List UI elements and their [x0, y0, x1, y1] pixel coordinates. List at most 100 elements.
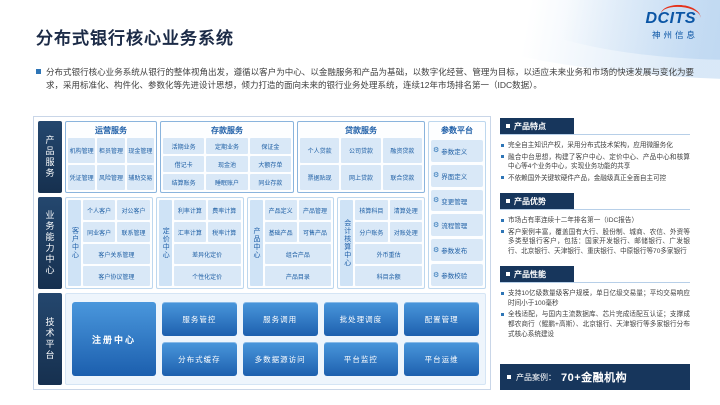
module-chip: 客户关系管理: [83, 244, 150, 264]
parameter-chip: ⚙ 变更管理: [431, 189, 483, 212]
module-chip: 现金池: [206, 156, 248, 172]
product-cases-bar: 产品案例： 70+金融机构: [500, 364, 690, 390]
tech-platform-row: 注册中心 服务管控服务调用批处理调度配置管理 分布式缓存多数据源访问平台监控平台…: [65, 293, 486, 385]
center-title: 产品中心: [249, 200, 263, 286]
module-chip: 定期业务: [206, 138, 248, 154]
row-label-product-services: 产品服务: [38, 121, 62, 193]
tech-module-box: 平台监控: [323, 342, 399, 376]
module-chip: 票据贴现: [300, 165, 340, 190]
module-chip: 结算账务: [163, 174, 205, 190]
module-chip: 产品定义: [264, 200, 297, 220]
module-chip: 公司贷款: [341, 138, 381, 163]
advantages-list: 市场占有率连续十二年排名第一（IDC报告） 客户案例丰富，覆盖国有大行、股份制、城…: [500, 214, 690, 258]
parameter-chip: ⚙ 参数定义: [431, 140, 483, 162]
feature-item: 融合中台思想，构建了客户中心、定价中心、产品中心和核算中心等4个业务中心，实现业…: [500, 153, 690, 172]
module-chip: 对公客户: [117, 200, 150, 220]
intro-text: 分布式银行核心业务系统从银行的整体视角出发，遵循以客户为中心、以金融服务和产品为…: [46, 67, 694, 91]
section-title-advantages: 产品优势: [514, 196, 546, 206]
center-title: 会计核算中心: [340, 200, 354, 286]
module-chip: 保证金: [249, 138, 291, 154]
module-chip: 大额存单: [249, 156, 291, 172]
parameter-chip-label: 参数校验: [441, 273, 468, 281]
service-box-deposits: 存款服务 活期业务定期业务保证金借记卡现金池大额存单结算账务睡眠账户同业存款: [160, 121, 294, 193]
module-chip: 利率计算: [173, 200, 207, 220]
center-title: 定价中心: [158, 200, 172, 286]
center-box-product: 产品中心 产品定义产品管理基础产品可售产品组合产品产品目录: [246, 197, 335, 289]
cases-value: 70+金融机构: [561, 372, 628, 384]
page-title: 分布式银行核心业务系统: [36, 29, 234, 48]
gear-icon: ⚙: [433, 197, 440, 205]
module-chip: 借记卡: [163, 156, 205, 172]
tech-module-box: 服务管控: [162, 302, 237, 336]
module-chip: 融资贷款: [382, 138, 422, 163]
advantage-item: 客户案例丰富，覆盖国有大行、股份制、城商、农信、外资等多类型银行客户，包括：国家…: [500, 228, 690, 257]
module-chip: 清算处理: [389, 200, 422, 220]
parameter-chip-label: 参数定义: [441, 148, 468, 156]
info-panel: 产品特点 完全自主知识产权，采用分布式技术架构，应用微服务化融合中台思想，构建了…: [500, 118, 690, 390]
section-title-features: 产品特点: [514, 121, 546, 131]
module-chip: 个人客户: [83, 200, 116, 220]
panel-section-header: 产品优势: [500, 193, 690, 211]
tech-module-box: 平台运维: [404, 342, 479, 376]
section-title-performance: 产品性能: [514, 269, 546, 279]
feature-item: 完全自主知识产权，采用分布式技术架构，应用微服务化: [500, 141, 690, 151]
service-box-operations: 运营服务 机构管理柜员管理现金管理凭证管理风险管理辅助交易: [65, 121, 157, 193]
architecture-diagram: 产品服务 业务能力中心 技术平台 运营服务 机构管理柜员管理现金管理凭证管理风险…: [33, 116, 491, 390]
features-list: 完全自主知识产权，采用分布式技术架构，应用微服务化融合中台思想，构建了客户中心、…: [500, 139, 690, 185]
module-chip: 个性化定价: [173, 266, 241, 286]
cases-label: 产品案例：: [516, 372, 556, 382]
registry-center-box: 注册中心: [72, 302, 156, 376]
module-chip: 基础产品: [264, 222, 297, 242]
performance-item: 支持10亿级数量级客户规模，单日亿级交易量；平均交易响应时间小于100毫秒: [500, 289, 690, 308]
advantage-item: 市场占有率连续十二年排名第一（IDC报告）: [500, 216, 690, 226]
module-chip: 联系管理: [117, 222, 150, 242]
performance-item: 全栈适配，与国内主流数据库、芯片完成适配互认证；支撑成都农商行（鲲鹏+高斯）、北…: [500, 310, 690, 339]
module-chip: 可售产品: [298, 222, 332, 242]
business-centers-row: 客户中心 个人客户对公客户同业客户联系管理客户关系管理客户协议管理 定价中心 利…: [65, 197, 425, 289]
service-box-loans: 贷款服务 个人贷款公司贷款融资贷款票据贴现网上贷款联合贷款: [297, 121, 425, 193]
center-box-pricing: 定价中心 利率计算费率计算汇率计算税率计算差异化定价个性化定价: [155, 197, 244, 289]
module-chip: 网上贷款: [341, 165, 381, 190]
tech-module-box: 服务调用: [242, 302, 318, 336]
module-chip: 辅助交易: [126, 165, 154, 190]
module-chip: 柜员管理: [97, 138, 125, 163]
tech-module-box: 分布式缓存: [162, 342, 237, 376]
row-label-tech-platform: 技术平台: [38, 293, 62, 385]
bullet-square-icon: [506, 199, 510, 204]
panel-section-header: 产品性能: [500, 266, 690, 284]
center-box-customer: 客户中心 个人客户对公客户同业客户联系管理客户关系管理客户协议管理: [65, 197, 153, 289]
module-chip: 凭证管理: [68, 165, 96, 190]
module-chip: 汇率计算: [173, 222, 207, 242]
parameter-chip: ⚙ 参数校验: [431, 264, 483, 286]
row-label-business-centers: 业务能力中心: [38, 197, 62, 289]
feature-item: 不依赖国外关键软硬件产品，金融级真正全面自主可控: [500, 174, 690, 184]
module-chip: 费率计算: [208, 200, 241, 220]
parameter-chip: ⚙ 界面定义: [431, 164, 483, 187]
tech-module-box: 批处理调度: [323, 302, 399, 336]
gear-icon: ⚙: [433, 246, 440, 254]
service-title: 运营服务: [95, 126, 127, 135]
bullet-square-icon: [506, 272, 510, 277]
parameter-chip-label: 变更管理: [441, 198, 468, 206]
module-chip: 机构管理: [68, 138, 96, 163]
panel-section-header: 产品特点: [500, 118, 690, 135]
service-title: 贷款服务: [345, 126, 377, 135]
gear-icon: ⚙: [433, 172, 440, 180]
module-chip: 分户账务: [355, 222, 388, 242]
module-chip: 同业客户: [83, 222, 116, 242]
intro-paragraph: 分布式银行核心业务系统从银行的整体视角出发，遵循以客户为中心、以金融服务和产品为…: [36, 66, 694, 92]
center-box-accounting: 会计核算中心 核算科目清算处理分户账务对账处理外币重估科目余额: [337, 197, 425, 289]
module-chip: 组合产品: [264, 244, 332, 264]
logo-company-name: 神州信息: [651, 30, 698, 40]
module-chip: 外币重估: [355, 244, 422, 264]
module-chip: 差异化定价: [173, 244, 241, 264]
module-chip: 睡眠账户: [206, 174, 248, 190]
gear-icon: ⚙: [433, 147, 440, 155]
parameter-chip: ⚙ 参数发布: [431, 239, 483, 262]
module-chip: 活期业务: [163, 138, 205, 154]
gear-icon: ⚙: [433, 271, 440, 279]
parameter-chip-label: 参数发布: [441, 248, 468, 256]
bullet-square-icon: [506, 124, 510, 128]
module-chip: 核算科目: [355, 200, 388, 220]
row-label-column: 产品服务 业务能力中心 技术平台: [38, 121, 62, 385]
